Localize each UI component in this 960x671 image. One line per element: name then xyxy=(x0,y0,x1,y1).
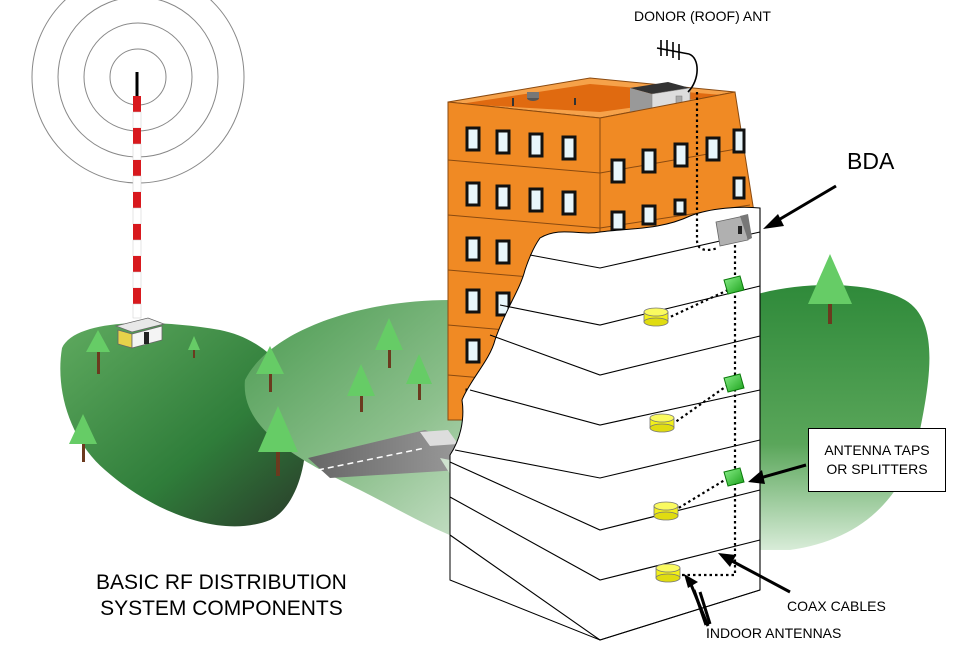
left-hill xyxy=(60,323,306,527)
antenna-taps-label-box: ANTENNA TAPS OR SPLITTERS xyxy=(808,428,946,492)
diagram-title-line2: SYSTEM COMPONENTS xyxy=(100,597,343,620)
bda-unit-icon xyxy=(715,214,752,247)
tree xyxy=(375,318,403,368)
road-center-line xyxy=(317,447,426,471)
diagram-title: BASIC RF DISTRIBUTION SYSTEM COMPONENTS xyxy=(96,570,347,622)
diagram-title-line1: BASIC RF DISTRIBUTION xyxy=(96,571,347,594)
tree xyxy=(86,330,110,374)
indoor-antenna-icon xyxy=(649,413,675,433)
tower-shelter xyxy=(114,317,166,349)
indoor-antenna-icon xyxy=(643,307,669,327)
tree xyxy=(406,354,432,400)
tree xyxy=(808,254,852,324)
indoor-antennas-label: INDOOR ANTENNAS xyxy=(706,625,842,641)
road xyxy=(308,430,460,478)
interior-floors xyxy=(449,231,761,641)
indoor-antenna-icon xyxy=(655,563,681,583)
coax-cables-label: COAX CABLES xyxy=(787,598,886,614)
tree xyxy=(347,364,375,412)
splitter-icon xyxy=(723,467,745,487)
tree xyxy=(188,336,200,358)
cell-tower xyxy=(132,72,142,319)
tree xyxy=(69,414,97,462)
tree xyxy=(256,346,284,392)
donor-antenna-icon xyxy=(656,40,698,93)
callout-arrows xyxy=(684,184,837,627)
splitter-icon xyxy=(723,275,745,295)
splitter-icon xyxy=(723,373,745,393)
antenna-taps-label-line2: OR SPLITTERS xyxy=(826,461,928,477)
trees xyxy=(69,254,852,476)
indoor-antenna-icon xyxy=(653,501,679,521)
bda-label: BDA xyxy=(847,148,895,174)
road-shoulder xyxy=(420,430,458,446)
tree xyxy=(258,406,298,476)
antenna-taps-label-line1: ANTENNA TAPS xyxy=(824,442,930,458)
donor-antenna-label: DONOR (ROOF) ANT xyxy=(634,8,771,24)
